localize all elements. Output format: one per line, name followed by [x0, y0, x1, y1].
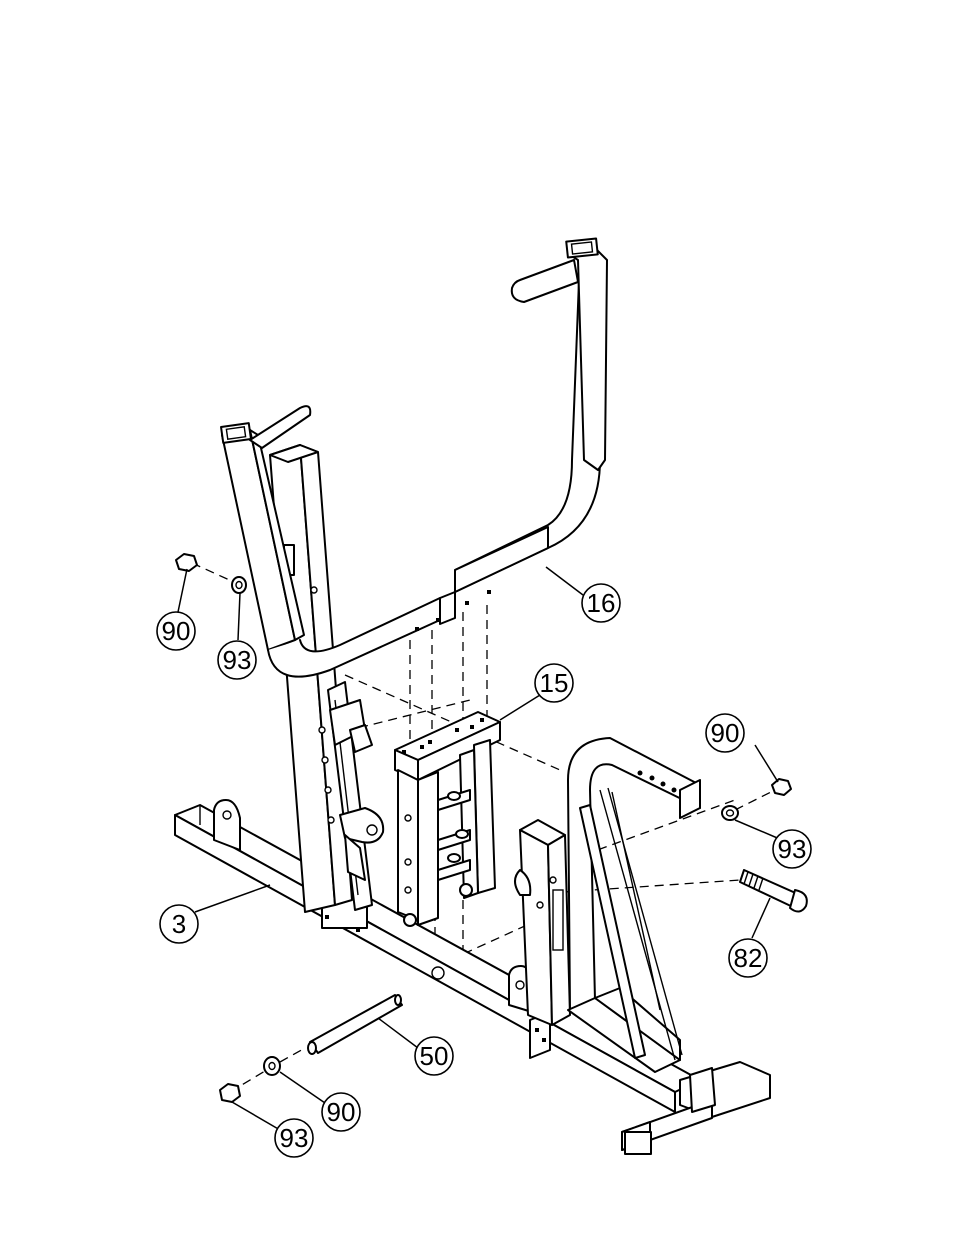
callout-93-right-label: 93 — [778, 834, 807, 864]
callout-90-lower: 93 — [275, 1119, 313, 1157]
callout-82-label: 82 — [734, 943, 763, 973]
washer-93b-icon — [722, 806, 738, 820]
callout-93-right: 93 — [773, 830, 811, 868]
callout-93-upper-left-label: 93 — [223, 645, 252, 675]
rear-u-frame — [568, 738, 700, 1072]
callout-90-upper-left-label: 90 — [162, 616, 191, 646]
callout-93-upper-left: 93 — [218, 641, 256, 679]
nut-90a-icon — [176, 554, 197, 571]
callout-16: 16 — [582, 584, 620, 622]
callout-3: 3 — [160, 905, 198, 943]
callout-50: 50 — [415, 1037, 453, 1075]
callout-82: 82 — [729, 939, 767, 977]
callout-50-label: 50 — [420, 1041, 449, 1071]
upright-frame — [270, 445, 383, 912]
nut-90b-icon — [772, 779, 791, 795]
callout-93-lower: 90 — [322, 1093, 360, 1131]
callout-16-label: 16 — [587, 588, 616, 618]
callout-3-label: 3 — [172, 909, 186, 939]
washer-93a-icon — [232, 577, 246, 593]
washer-93c-icon — [264, 1057, 280, 1075]
callout-90-upper-left: 90 — [157, 612, 195, 650]
nut-90c-icon — [220, 1084, 240, 1102]
callout-93-lower-label: 90 — [327, 1097, 356, 1127]
carriage-bracket — [395, 712, 500, 926]
bolt-82-icon — [740, 870, 807, 912]
callout-15-label: 15 — [540, 668, 569, 698]
callout-90-lower-label: 93 — [280, 1123, 309, 1153]
callout-90-right-label: 90 — [711, 718, 740, 748]
callout-90-right: 90 — [706, 714, 744, 752]
callout-15: 15 — [535, 664, 573, 702]
